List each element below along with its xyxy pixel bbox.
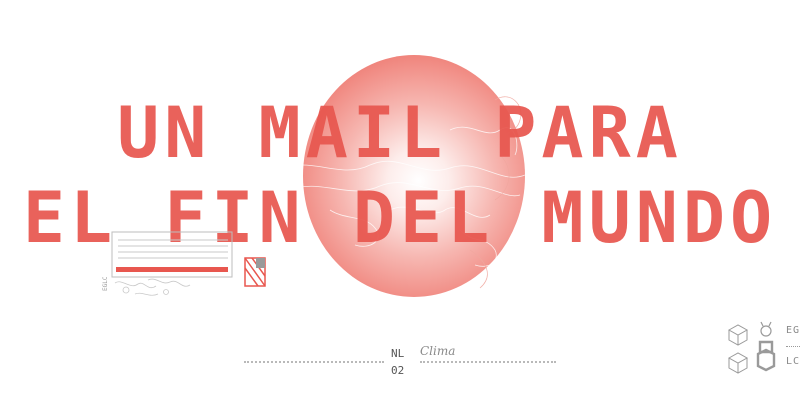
brand-logo — [727, 321, 776, 374]
brand-bottom-text: LC — [786, 356, 800, 367]
brand-top-text: EG — [786, 325, 800, 336]
brand-divider — [786, 346, 800, 347]
newsletter-label: NL — [391, 347, 405, 360]
cube-icon — [727, 352, 749, 374]
figure-eight-icon — [756, 340, 776, 372]
topic-label: Clima — [420, 344, 456, 358]
contour-lines — [279, 96, 526, 289]
robot-icon — [760, 321, 772, 337]
headline-line-1: UN MAIL PARA — [117, 92, 683, 174]
footer-divider-right — [420, 361, 556, 363]
newsletter-issue: 02 — [391, 364, 405, 377]
newsletter-number: NL 02 — [391, 345, 413, 379]
widget-side-label: EGLC — [102, 276, 109, 291]
data-widget: EGLC — [102, 231, 266, 296]
footer-divider-left — [244, 361, 384, 363]
sun-circle — [303, 55, 525, 297]
headline-line-2: EL FIN DEL MUNDO — [22, 177, 778, 259]
box-icon — [727, 324, 749, 346]
